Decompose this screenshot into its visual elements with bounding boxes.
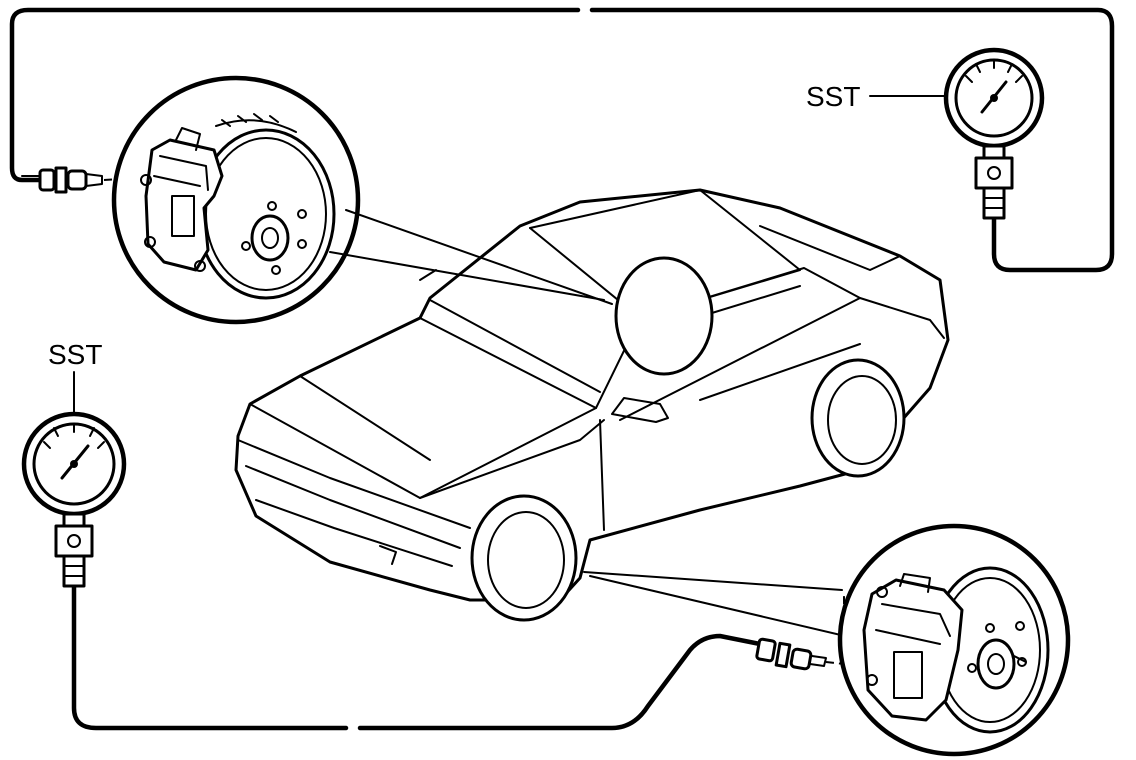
rear-brake-detail — [111, 75, 361, 325]
sst-label-top-right: SST — [806, 81, 860, 112]
sst-label-left: SST — [48, 339, 102, 370]
left-pressure-gauge — [21, 371, 127, 588]
front-brake-detail — [837, 523, 1071, 757]
bottom-bleeder-fitting — [755, 596, 845, 671]
top-right-pressure-gauge — [869, 47, 1045, 220]
car-outline — [234, 188, 950, 622]
callout-lines — [329, 209, 863, 641]
bottom-hose — [71, 583, 763, 731]
